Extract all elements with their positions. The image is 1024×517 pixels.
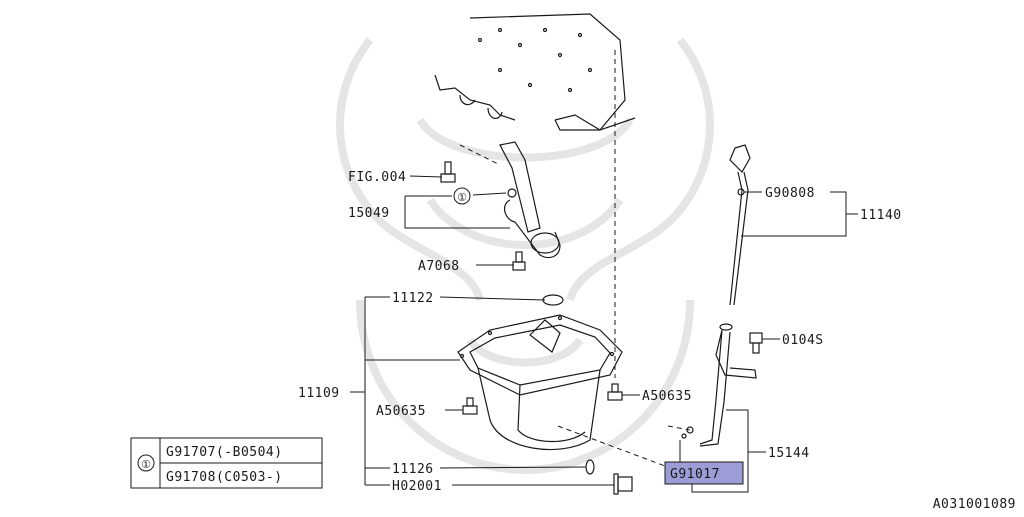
washer-11126 [585,459,595,475]
engine-block-outline [434,13,636,131]
label-11126[interactable]: 11126 [392,462,434,477]
label-15049[interactable]: 15049 [348,206,390,221]
dashed-guide-bolt [459,144,501,166]
label-fig004[interactable]: FIG.004 [348,170,406,185]
label-h02001[interactable]: H02001 [392,479,442,494]
leader-lines [350,175,858,493]
label-11122[interactable]: 11122 [392,291,434,306]
legend-row-1[interactable]: G91707(-B0504) [166,445,283,460]
label-a7068[interactable]: A7068 [418,259,460,274]
drain-plug-h02001 [613,473,633,495]
highlight-box[interactable] [664,461,744,485]
bolt-a50635-left [462,397,478,415]
bolt-0104s [749,332,763,354]
label-a50635-left[interactable]: A50635 [376,404,426,419]
legend-table: ① G91707(-B0504) G91708(C0503-) [130,437,323,489]
dashed-guide-pan [557,425,666,467]
label-15144[interactable]: 15144 [768,446,810,461]
oil-strainer-15049 [499,141,561,259]
legend-marker-circle [137,454,155,472]
highlighted-part-g91017[interactable]: G91017 [664,461,744,485]
oil-level-gauge-11140 [729,144,751,306]
label-11109[interactable]: 11109 [298,386,340,401]
label-g91017[interactable]: G91017 [670,467,720,482]
label-g90808[interactable]: G90808 [765,186,815,201]
legend-marker-text: ① [141,458,151,471]
label-a50635-right[interactable]: A50635 [642,389,692,404]
legend-row-2[interactable]: G91708(C0503-) [166,470,283,485]
oil-pan-11109 [457,314,623,451]
dashed-guide-clip [667,425,691,431]
gasket-11122 [542,294,564,306]
callout-marker-text: ① [457,191,467,204]
watermark-emblem [336,37,714,475]
bolt-a7068 [512,251,526,271]
gauge-guide-15144 [681,323,757,447]
label-0104s[interactable]: 0104S [782,333,824,348]
bolt-a50635-right [607,383,623,401]
footer-code: A031001089 [933,497,1016,512]
label-11140[interactable]: 11140 [860,208,902,223]
bolt-fig004 [440,161,456,183]
callout-marker-1: ① [453,187,471,205]
